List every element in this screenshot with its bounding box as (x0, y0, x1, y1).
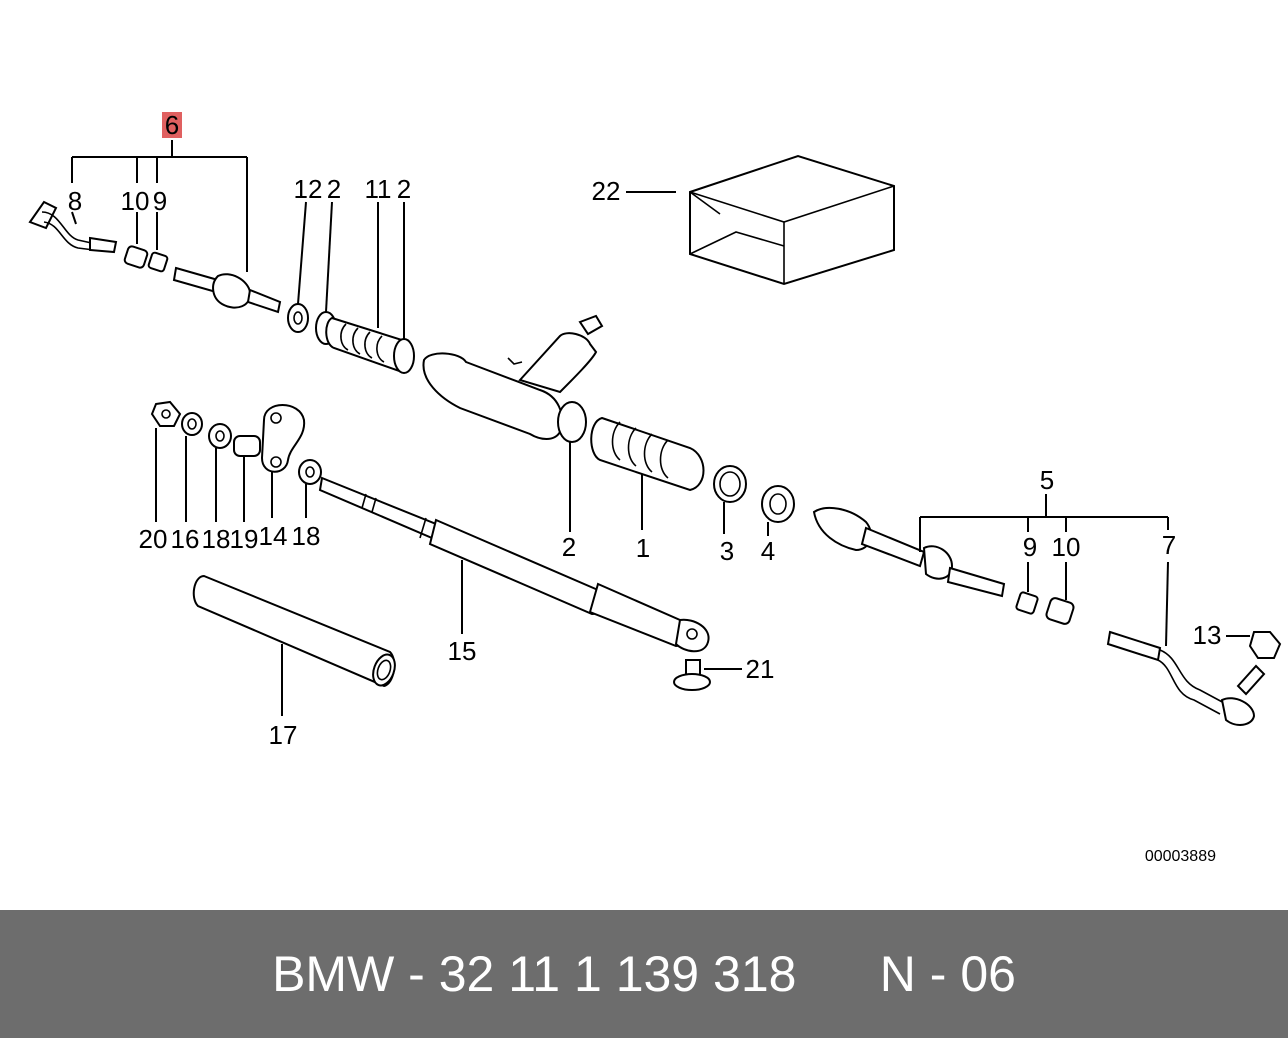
exploded-view: 6 8 10 9 12 2 11 2 22 20 16 18 19 14 18 … (28, 110, 1282, 865)
part-13-nut[interactable] (1248, 631, 1282, 659)
part-18-bushing-left[interactable] (208, 423, 232, 449)
callout-8[interactable]: 8 (68, 186, 82, 216)
part-6-inner-tie-rod-left[interactable] (172, 266, 282, 314)
callout-12[interactable]: 12 (294, 174, 323, 204)
callout-2-top-right[interactable]: 2 (397, 174, 411, 204)
callout-18-right[interactable]: 18 (292, 521, 321, 551)
part-1-boot-right[interactable] (590, 416, 705, 492)
part-10-sleeve-right[interactable] (1045, 597, 1075, 625)
part-2-clamp-left-large[interactable] (393, 338, 415, 374)
callout-9-right[interactable]: 9 (1023, 532, 1037, 562)
callout-22[interactable]: 22 (592, 176, 621, 206)
leader-lines (71, 140, 1250, 716)
image-number: 00003889 (1145, 848, 1216, 865)
callout-18-left[interactable]: 18 (202, 524, 231, 554)
part-number-caption: BMW - 32 11 1 139 318 N - 06 (272, 946, 1016, 1002)
part-9-nut-right[interactable] (1015, 591, 1039, 615)
part-15-rack[interactable] (318, 476, 710, 653)
callout-9-left[interactable]: 9 (153, 186, 167, 216)
footer-bar: BMW - 32 11 1 139 318 N - 06 (0, 910, 1288, 1038)
callout-16[interactable]: 16 (171, 524, 200, 554)
part-22-repair-kit-box[interactable] (689, 154, 895, 286)
callout-20[interactable]: 20 (139, 524, 168, 554)
part-14-bracket[interactable] (260, 404, 306, 473)
callout-10-left[interactable]: 10 (121, 186, 150, 216)
callout-5[interactable]: 5 (1040, 465, 1054, 495)
callout-17[interactable]: 17 (269, 720, 298, 750)
parts-diagram: 6 8 10 9 12 2 11 2 22 20 16 18 19 14 18 … (28, 110, 1282, 865)
callout-2-bottom[interactable]: 2 (562, 532, 576, 562)
callout-15[interactable]: 15 (448, 636, 477, 666)
part-17-tube[interactable] (192, 574, 399, 688)
callout-2-top-left[interactable]: 2 (327, 174, 341, 204)
callout-13[interactable]: 13 (1193, 620, 1222, 650)
callout-10-right[interactable]: 10 (1052, 532, 1081, 562)
callout-4[interactable]: 4 (761, 536, 775, 566)
part-8-tie-rod-end-left[interactable] (28, 200, 118, 254)
callout-1[interactable]: 1 (636, 533, 650, 563)
callout-7[interactable]: 7 (1162, 530, 1176, 560)
part-3-clamp[interactable] (713, 465, 747, 503)
part-7-tie-rod-end-right[interactable] (1106, 630, 1266, 726)
callout-6-highlight (162, 112, 182, 138)
part-5-inner-tie-rod-right[interactable] (812, 506, 1006, 598)
part-18-bushing-right[interactable] (298, 459, 322, 485)
callout-21[interactable]: 21 (746, 654, 775, 684)
callout-19[interactable]: 19 (230, 524, 259, 554)
callout-11[interactable]: 11 (365, 174, 392, 204)
steering-rack-housing[interactable] (422, 314, 604, 440)
part-9-nut-left[interactable] (147, 251, 169, 273)
part-12-washer[interactable] (287, 303, 309, 333)
part-20-nut[interactable] (150, 400, 182, 427)
part-19-sleeve[interactable] (233, 435, 261, 457)
part-4-bushing[interactable] (761, 485, 795, 523)
callout-6[interactable]: 6 (165, 110, 179, 140)
callout-labels: 6 8 10 9 12 2 11 2 22 20 16 18 19 14 18 … (68, 110, 1222, 750)
part-21-bolt[interactable] (673, 659, 711, 691)
part-10-sleeve-left[interactable] (123, 245, 149, 269)
callout-3[interactable]: 3 (720, 536, 734, 566)
part-16-washer[interactable] (181, 412, 203, 436)
callout-14[interactable]: 14 (259, 521, 288, 551)
part-2-clamp-right[interactable] (557, 401, 587, 443)
